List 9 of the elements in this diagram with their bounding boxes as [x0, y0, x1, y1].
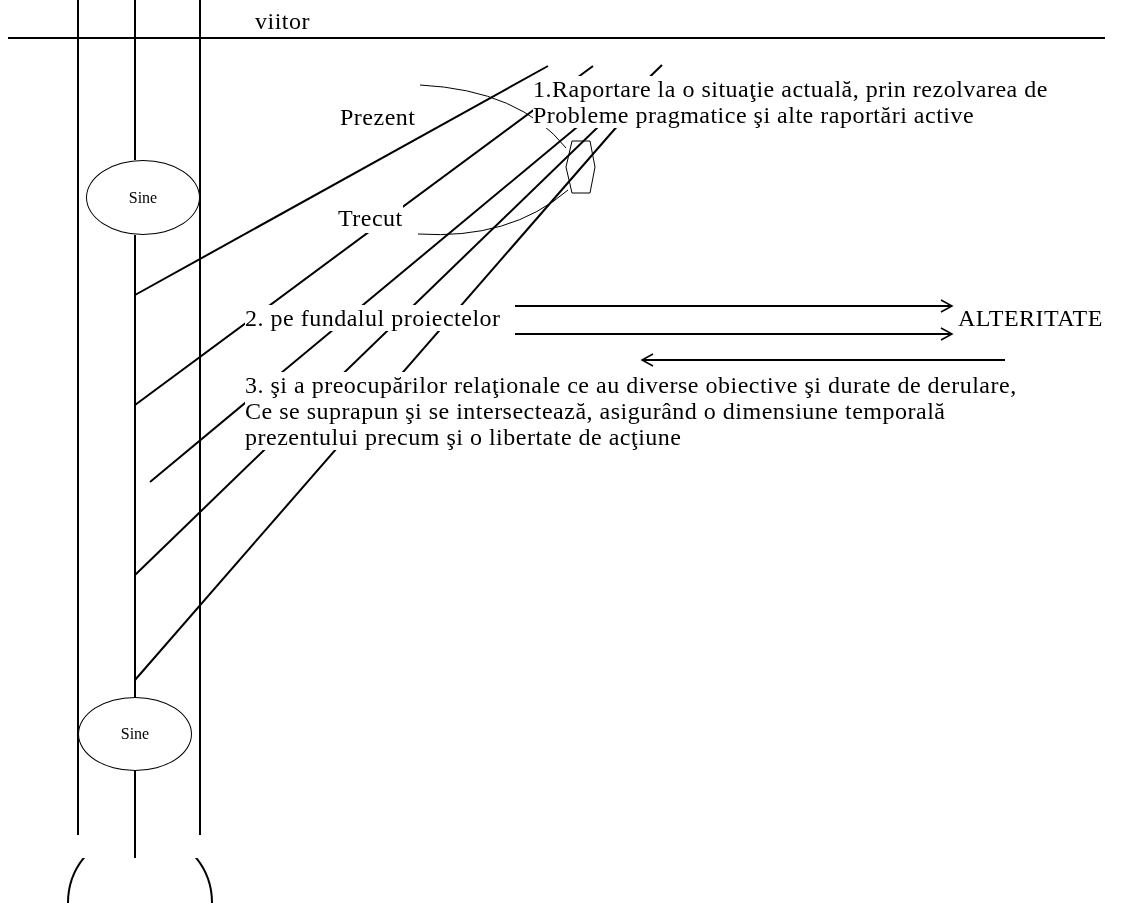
lens-shape — [565, 140, 596, 194]
curved-line — [419, 84, 567, 149]
self-ellipse: Sine — [78, 697, 192, 771]
note-text: 2. pe fundalul proiectelor — [245, 305, 501, 331]
vertical-line — [134, 770, 136, 859]
self-ellipse: Sine — [86, 160, 200, 235]
vertical-line — [134, 234, 136, 698]
time-label: Trecut — [338, 205, 403, 233]
curved-line — [417, 189, 569, 236]
